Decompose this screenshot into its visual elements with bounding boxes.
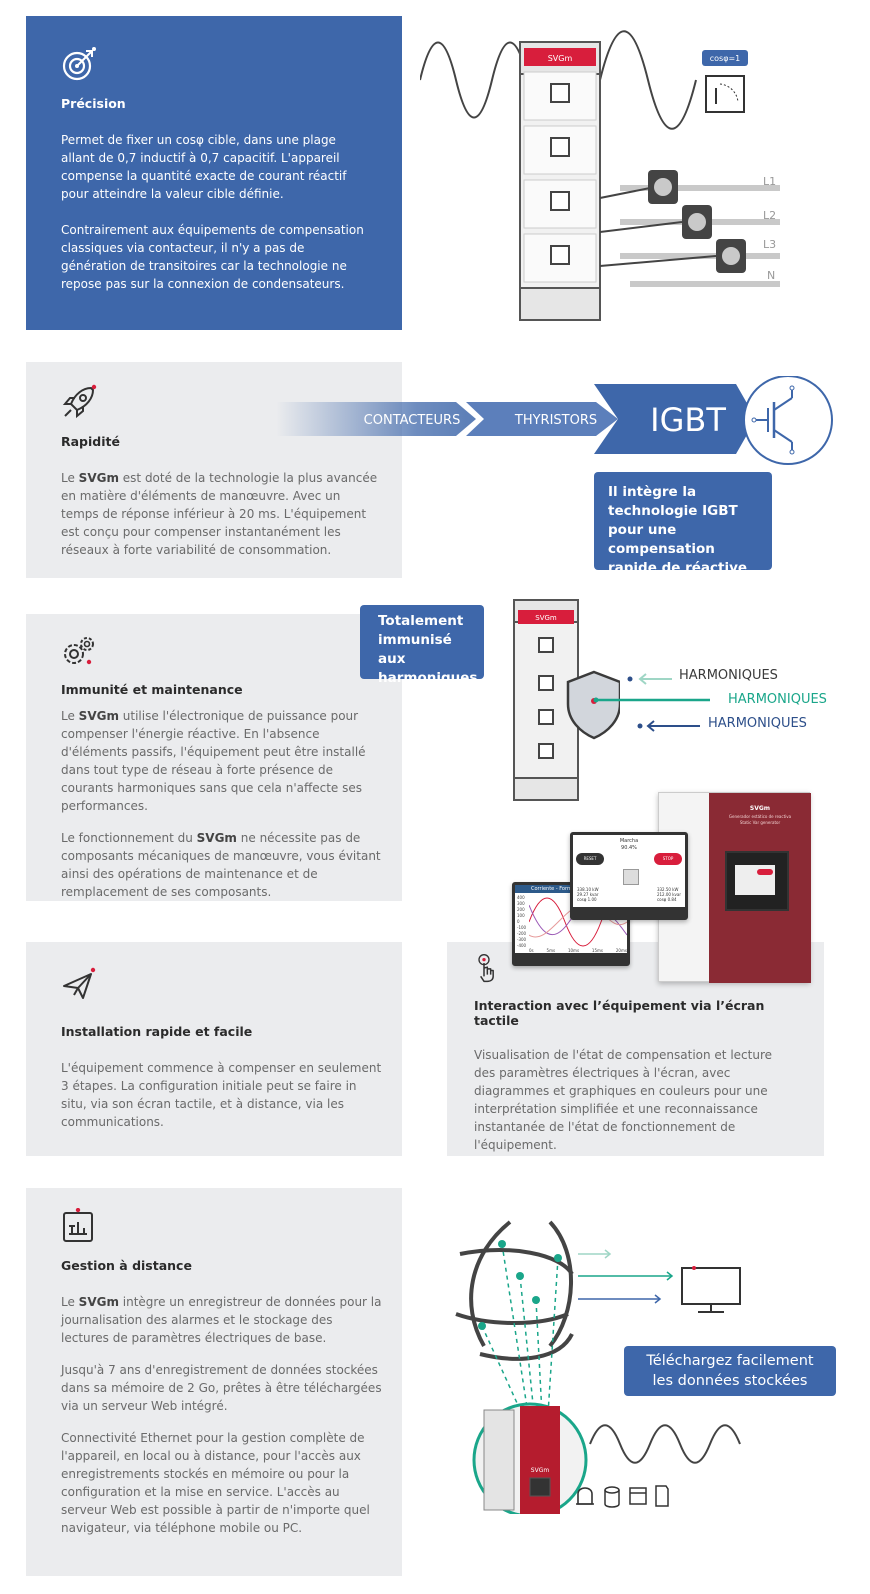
svgm-cabinet-illustration: L1 L2 L3 N SVGm cosφ=1 (420, 30, 780, 321)
step-contacteurs: CONTACTEURS (364, 413, 461, 428)
rapidite-text: Le SVGm est doté de la technologie la pl… (61, 471, 378, 557)
step-thyristors: THYRISTORS (514, 413, 597, 428)
gestion-text-1: Le SVGm intègre un enregistreur de donné… (61, 1295, 382, 1345)
rocket-icon (62, 384, 97, 419)
device-screen (725, 851, 789, 911)
data-links (481, 1243, 559, 1415)
harmonics-label-3: HARMONIQUES (708, 716, 807, 731)
installation-panel: Installation rapide et facile L'équipeme… (26, 942, 402, 1156)
step-igbt: IGBT (650, 401, 726, 439)
arrow-thyristors (466, 402, 618, 436)
precision-text-1: Permet de fixer un cosφ cible, dans une … (61, 133, 347, 201)
line-label-l2: L2 (763, 209, 776, 222)
immune-callout: Totalement immunisé aux harmoniques (360, 605, 484, 686)
interaction-title: Interaction avec l’équipement via l’écra… (474, 998, 765, 1028)
globe-icon (455, 1220, 574, 1361)
line-label-l1: L1 (763, 175, 776, 188)
gears-icon (64, 637, 94, 665)
svgm-device-closeup: SVGm (472, 1402, 588, 1514)
shield-icon (566, 670, 620, 740)
current-clamp-l2 (682, 205, 712, 239)
precision-title: Précision (61, 96, 126, 111)
interaction-text: Visualisation de l'état de compensation … (474, 1048, 773, 1152)
device-sub-2: Static Var generator (739, 820, 781, 825)
arrow-contacteurs (276, 402, 476, 436)
paper-plane-icon (63, 967, 96, 999)
graph-nav-bar (515, 953, 627, 963)
cabinet-header (524, 48, 596, 66)
alarm-bell-icon (576, 1487, 594, 1505)
immunite-title: Immunité et maintenance (61, 682, 243, 697)
touch-icon (478, 954, 494, 983)
device-sub-1: Generador estático de reactiva (728, 814, 792, 819)
cabinet-small-label: SVGm (535, 614, 557, 622)
gestion-panel: Gestion à distance Le SVGm intègre un en… (26, 1188, 402, 1576)
igbt-callout: Il intègre la technologie IGBT pour une … (594, 472, 772, 576)
line-label-l3: L3 (763, 238, 776, 251)
device-red-door: SVGm Generador estático de reactiva Stat… (709, 793, 811, 983)
cosphi-meter-icon (705, 75, 745, 113)
reset-button[interactable]: RESET (576, 853, 604, 865)
device-brand: SVGm (749, 805, 771, 812)
cosphi-badge (702, 50, 748, 66)
gestion-text-2: Jusqu'à 7 ans d'enregistrement de donnée… (61, 1363, 382, 1413)
harmonics-label-2: HARMONIQUES (728, 692, 827, 707)
closeup-label: SVGm (531, 1467, 550, 1474)
sine-wave-bottom (589, 1424, 741, 1464)
download-callout: Téléchargez facilement les données stock… (624, 1346, 836, 1396)
rapidite-panel: Rapidité Le SVGm est doté de la technolo… (26, 362, 402, 578)
gauge-icon (623, 869, 639, 885)
sine-wave-left (420, 41, 529, 119)
sd-card-icon (655, 1485, 669, 1507)
rapidite-title: Rapidité (61, 434, 120, 449)
immunite-panel: Immunité et maintenance Le SVGm utilise … (26, 614, 402, 901)
screen-title: Marcha (619, 838, 639, 844)
harmonics-arrows (593, 673, 710, 732)
precision-panel: Précision Permet de fixer un cosφ cible,… (26, 16, 402, 330)
cabinet-label: SVGm (548, 54, 573, 63)
line-label-n: N (767, 269, 775, 282)
immunite-text-1: Le SVGm utilise l'électronique de puissa… (61, 709, 366, 813)
monitor-icon (681, 1266, 741, 1313)
device-front-panel: SVGm Generador estático de reactiva Stat… (658, 792, 811, 983)
igbt-symbol-icon (743, 376, 833, 465)
remote-chart-icon (63, 1208, 93, 1242)
target-icon (62, 47, 96, 81)
precision-text-2: Contrairement aux équipements de compens… (61, 223, 364, 291)
arrow-igbt (594, 384, 756, 454)
gestion-title: Gestion à distance (61, 1258, 192, 1273)
current-clamp-l3 (716, 239, 746, 273)
sine-wave-right (599, 30, 697, 130)
harmonics-shield-illustration: SVGm (513, 599, 620, 801)
cabinet-modules (523, 71, 597, 283)
immunite-text-2: Le fonctionnement du SVGm ne nécessite p… (61, 831, 381, 899)
status-nav-bar (573, 907, 685, 917)
gestion-text-3: Connectivité Ethernet pour la gestion co… (61, 1431, 370, 1535)
technology-evolution-illustration: CONTACTEURS THYRISTORS IGBT (276, 376, 833, 465)
current-clamp-l1 (648, 170, 678, 204)
cosphi-label: cosφ=1 (710, 54, 741, 63)
database-icon (604, 1486, 620, 1508)
harmonics-label-1: HARMONIQUES (679, 668, 778, 683)
installation-title: Installation rapide et facile (61, 1024, 253, 1039)
stop-button[interactable]: STOP (654, 853, 682, 865)
remote-management-illustration: SVGm (455, 1220, 741, 1514)
calendar-icon (629, 1487, 647, 1505)
installation-text: L'équipement commence à compenser en seu… (61, 1061, 382, 1129)
screen-percent: 90.4% (621, 845, 637, 851)
